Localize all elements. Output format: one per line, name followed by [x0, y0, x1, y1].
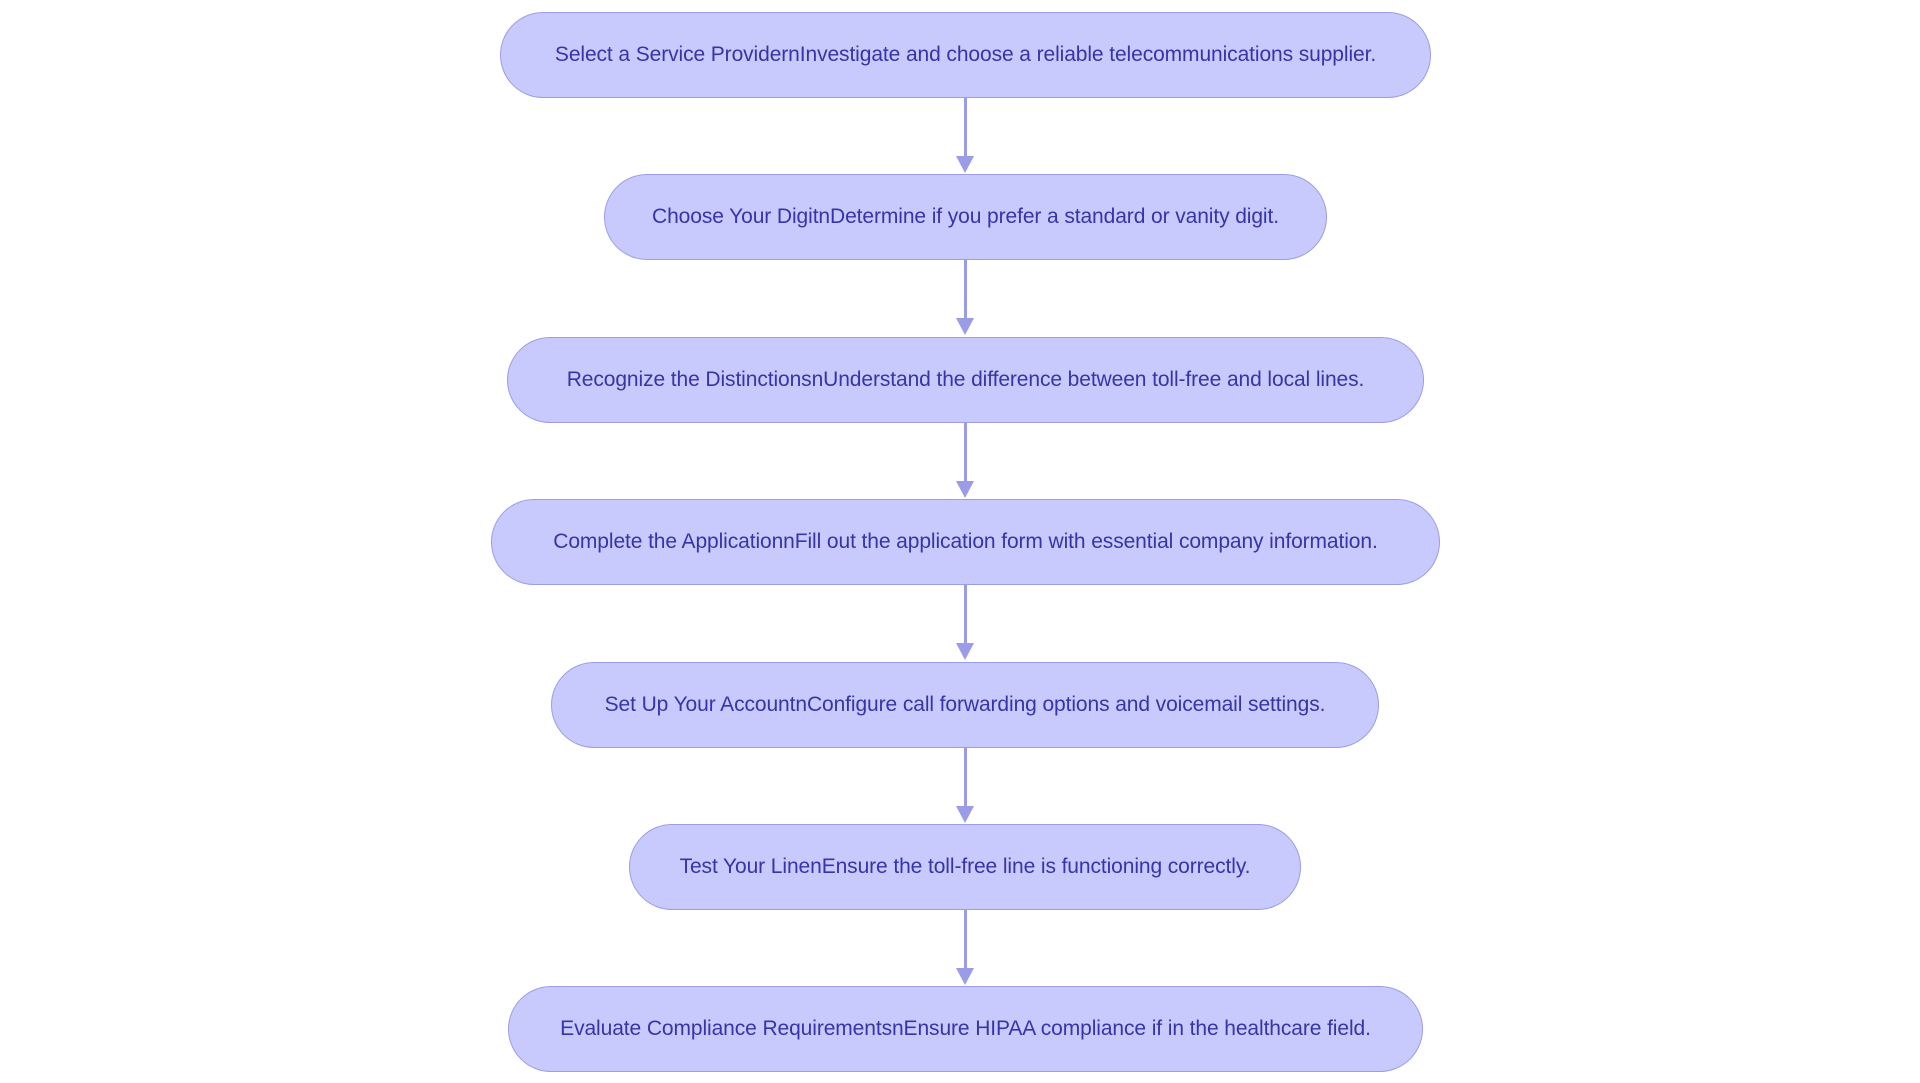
step-5-label: Set Up Your AccountnConfigure call forwa… [604, 693, 1326, 716]
arrowhead-3-4 [956, 481, 974, 498]
step-2-label: Choose Your DigitnDetermine if you prefe… [652, 205, 1279, 228]
step-1-node: Select a Service ProvidernInvestigate an… [500, 12, 1431, 98]
step-4-label: Complete the ApplicationnFill out the ap… [553, 530, 1378, 553]
step-7-node: Evaluate Compliance RequirementsnEnsure … [508, 986, 1423, 1072]
connector-2-3 [964, 260, 967, 320]
step-4-node: Complete the ApplicationnFill out the ap… [491, 499, 1440, 585]
connector-5-6 [964, 748, 967, 808]
arrowhead-2-3 [956, 318, 974, 335]
step-1-label: Select a Service ProvidernInvestigate an… [554, 43, 1377, 66]
connector-1-2 [964, 98, 967, 158]
arrowhead-1-2 [956, 156, 974, 173]
connector-4-5 [964, 585, 967, 645]
step-6-label: Test Your LinenEnsure the toll-free line… [679, 855, 1251, 878]
connector-6-7 [964, 910, 967, 970]
step-3-node: Recognize the DistinctionsnUnderstand th… [507, 337, 1424, 423]
step-2-node: Choose Your DigitnDetermine if you prefe… [604, 174, 1327, 260]
arrowhead-5-6 [956, 806, 974, 823]
step-3-label: Recognize the DistinctionsnUnderstand th… [566, 368, 1365, 391]
step-7-label: Evaluate Compliance RequirementsnEnsure … [560, 1017, 1371, 1040]
arrowhead-6-7 [956, 968, 974, 985]
arrowhead-4-5 [956, 643, 974, 660]
step-6-node: Test Your LinenEnsure the toll-free line… [629, 824, 1301, 910]
step-5-node: Set Up Your AccountnConfigure call forwa… [551, 662, 1379, 748]
connector-3-4 [964, 423, 967, 483]
